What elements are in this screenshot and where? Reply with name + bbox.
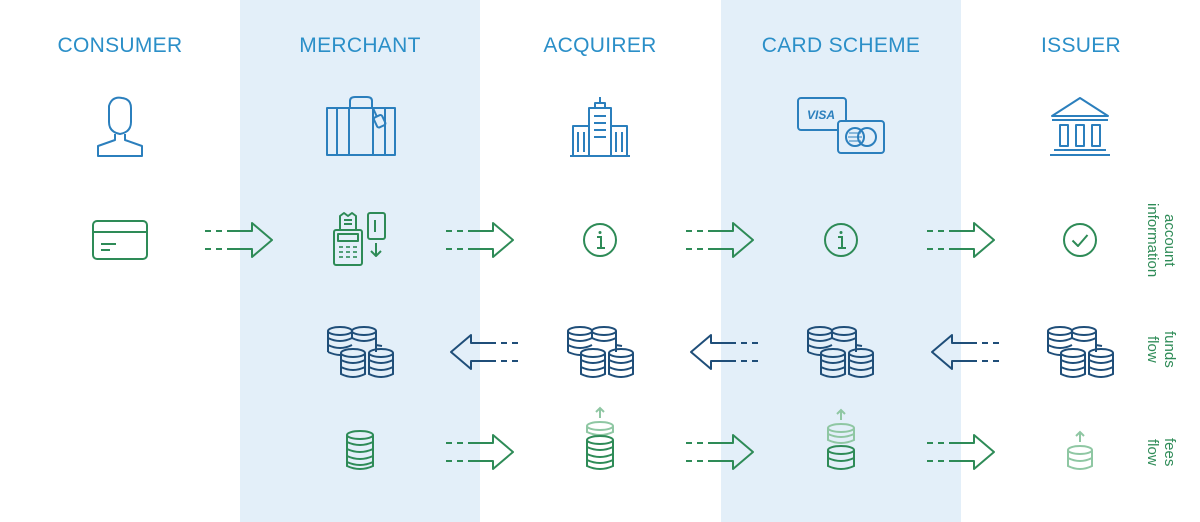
row-label-account-information: account information: [1144, 202, 1178, 278]
shopping-bag-icon: [326, 96, 396, 156]
info-icon-acquirer: [583, 223, 617, 257]
check-circle-icon: [1063, 223, 1097, 257]
card-terminal-icon: [333, 212, 386, 266]
coin-stacks-icon: [807, 326, 874, 378]
column-bg-card-scheme: [721, 0, 961, 522]
coin-stack-up-icon: [827, 408, 855, 470]
coin-stacks-icon: [1047, 326, 1114, 378]
arrow-right-icon: [686, 434, 754, 470]
visa-text: VISA: [807, 108, 835, 122]
arrow-left-icon: [450, 334, 518, 370]
column-bg-merchant: [240, 0, 480, 522]
coin-stack-up-light-icon: [1067, 430, 1093, 470]
arrow-right-icon: [446, 434, 514, 470]
coin-stacks-icon: [327, 326, 394, 378]
row-label-fees-flow: fees flow: [1144, 437, 1178, 467]
header-acquirer: ACQUIRER: [543, 34, 657, 57]
coin-stack-icon: [346, 430, 374, 470]
office-building-icon: [570, 97, 630, 157]
coin-stack-up-icon: [586, 406, 614, 470]
arrow-left-icon: [931, 334, 999, 370]
arrow-right-icon: [927, 434, 995, 470]
header-merchant: MERCHANT: [299, 34, 421, 57]
arrow-left-icon: [690, 334, 758, 370]
arrow-right-icon: [446, 222, 514, 258]
arrow-right-icon: [686, 222, 754, 258]
row-label-funds-flow: funds flow: [1144, 330, 1178, 368]
arrow-right-icon: [205, 222, 273, 258]
payment-cards-icon: VISA: [797, 97, 885, 154]
header-issuer: ISSUER: [1041, 34, 1121, 57]
header-consumer: CONSUMER: [57, 34, 183, 57]
info-icon-card-scheme: [824, 223, 858, 257]
coin-stacks-icon: [567, 326, 634, 378]
header-card-scheme: CARD SCHEME: [761, 34, 921, 57]
arrow-right-icon: [927, 222, 995, 258]
bank-icon: [1050, 97, 1110, 156]
person-icon: [97, 96, 143, 157]
credit-card-icon: [92, 220, 148, 260]
